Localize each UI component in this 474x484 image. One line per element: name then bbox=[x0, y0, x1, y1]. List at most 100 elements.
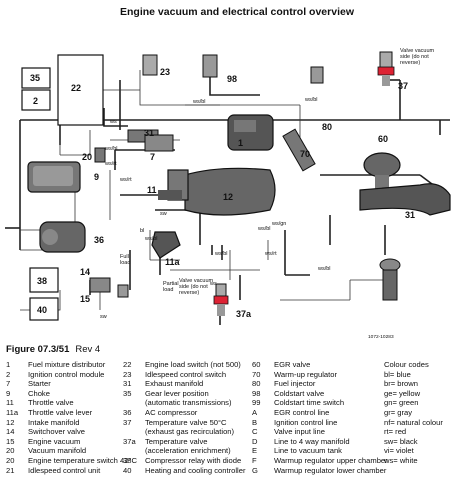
legend-item-number: 80 bbox=[252, 379, 261, 389]
legend-item-number: 20 bbox=[6, 455, 15, 465]
wire-label: ws/bl bbox=[192, 99, 206, 105]
legend-item-number: 22 bbox=[123, 360, 132, 369]
label-70: 70 bbox=[300, 149, 310, 159]
legend-item-text: Fuel mixture distributor bbox=[28, 360, 106, 369]
valve-vacuum-top-line3: reverse) bbox=[400, 60, 420, 66]
wire-label: sw bbox=[100, 314, 107, 320]
component-98-coldstart-valve bbox=[202, 54, 218, 78]
legend-item: (acceleration enrichment) bbox=[123, 446, 245, 456]
colour-code-item: ws= white bbox=[384, 455, 418, 465]
wire-label: ws/bl bbox=[104, 146, 118, 152]
wire-label: ws/bl bbox=[144, 236, 158, 242]
legend-item-text: Coldstart valve bbox=[274, 388, 325, 398]
wire-label: sw bbox=[160, 211, 167, 217]
label-31: 31 bbox=[405, 210, 415, 220]
label-2: 2 bbox=[33, 96, 38, 106]
reference-code: 1072-10283 bbox=[368, 335, 394, 340]
legend-item-text: Intake manifold bbox=[28, 417, 80, 427]
colour-code-item: ge= yellow bbox=[384, 388, 421, 398]
label-98: 98 bbox=[227, 74, 237, 84]
legend-item: 98 Coldstart valve bbox=[252, 389, 388, 399]
valve-vacuum-bottom-line2: side (do not bbox=[179, 284, 208, 290]
label-11a: 11a bbox=[165, 257, 181, 267]
legend-item-number: 7 bbox=[6, 379, 11, 389]
component-80-fuel-injector bbox=[282, 128, 316, 172]
component-40 bbox=[29, 297, 59, 321]
legend-item-number: 11a bbox=[6, 407, 19, 417]
label-12: 12 bbox=[223, 192, 233, 202]
legend-item-number: 2 bbox=[6, 369, 11, 379]
label-37a: 37a bbox=[236, 309, 252, 319]
legend-item-number: 40 bbox=[123, 465, 132, 475]
component-15-engine-vacuum bbox=[117, 284, 129, 298]
component-11-throttle-valve bbox=[158, 169, 189, 201]
component-9-choke bbox=[27, 161, 81, 193]
component-1-fuel-distributor bbox=[227, 114, 274, 151]
legend-item-text: Vacuum manifold bbox=[28, 446, 87, 456]
legend-item-text: Temperature valve 50°C bbox=[145, 417, 227, 427]
legend-item-number: 12 bbox=[6, 417, 15, 427]
colour-codes-header: Colour codes bbox=[384, 360, 429, 369]
colour-code-item: bl= blue bbox=[384, 369, 411, 379]
legend-item-number: 60 bbox=[252, 360, 261, 369]
label-9: 9 bbox=[94, 172, 99, 182]
label-21: 22 bbox=[71, 83, 81, 93]
component-37-temp-valve bbox=[377, 51, 395, 86]
legend-item-text: Throttle valve lever bbox=[28, 407, 93, 417]
component-38 bbox=[29, 267, 59, 293]
legend-item-text: Ignition control line bbox=[274, 417, 338, 427]
component-22-load-switch bbox=[142, 54, 158, 76]
component-99-coldstart-time-switch bbox=[310, 66, 324, 84]
label-35: 35 bbox=[30, 73, 40, 83]
colour-code-item: gr= gray bbox=[384, 407, 413, 417]
legend-item-text: EGR valve bbox=[274, 360, 311, 369]
legend-item-text: Exhaust manifold bbox=[145, 379, 204, 389]
legend-item-text: (acceleration enrichment) bbox=[145, 446, 231, 456]
full-load-line1: Full bbox=[120, 254, 129, 260]
legend-item-number: D bbox=[252, 436, 258, 446]
label-40: 40 bbox=[37, 305, 47, 315]
figure-caption: Figure 07.3/51 Rev 4 bbox=[6, 344, 100, 355]
legend-item-number: 98 bbox=[252, 388, 261, 398]
label-60: 60 bbox=[378, 134, 388, 144]
valve-vacuum-bottom-line3: reverse) bbox=[179, 290, 199, 296]
component-35 bbox=[21, 67, 51, 89]
legend-item: 60 EGR valve bbox=[252, 360, 388, 370]
valve-vacuum-bottom-line1: Valve vacuum bbox=[179, 278, 214, 284]
legend-item-text: Line to 4 way manifold bbox=[274, 436, 350, 446]
colour-code-item: sw= black bbox=[384, 436, 418, 446]
figure-rev: Rev 4 bbox=[75, 344, 101, 355]
legend-item-number: E bbox=[252, 446, 258, 456]
component-31-exhaust-manifold bbox=[359, 183, 451, 216]
wire-label: ws/rt bbox=[264, 251, 277, 257]
wire-label: ws/bl bbox=[214, 251, 228, 257]
legend-item-number: 20 bbox=[6, 446, 15, 456]
legend-item-text: Choke bbox=[28, 388, 50, 398]
ignition-distributor bbox=[379, 258, 401, 301]
label-36: 36 bbox=[94, 235, 104, 245]
figure-label: Figure 07.3/51 bbox=[6, 344, 70, 355]
legend-item-text: EGR control line bbox=[274, 407, 330, 417]
component-12-intake-manifold bbox=[184, 167, 276, 216]
label-1: 1 bbox=[238, 138, 243, 148]
component-14-switchover-valve bbox=[89, 277, 111, 293]
annotations: Valve vacuum side (do not reverse) Valve… bbox=[120, 48, 435, 296]
